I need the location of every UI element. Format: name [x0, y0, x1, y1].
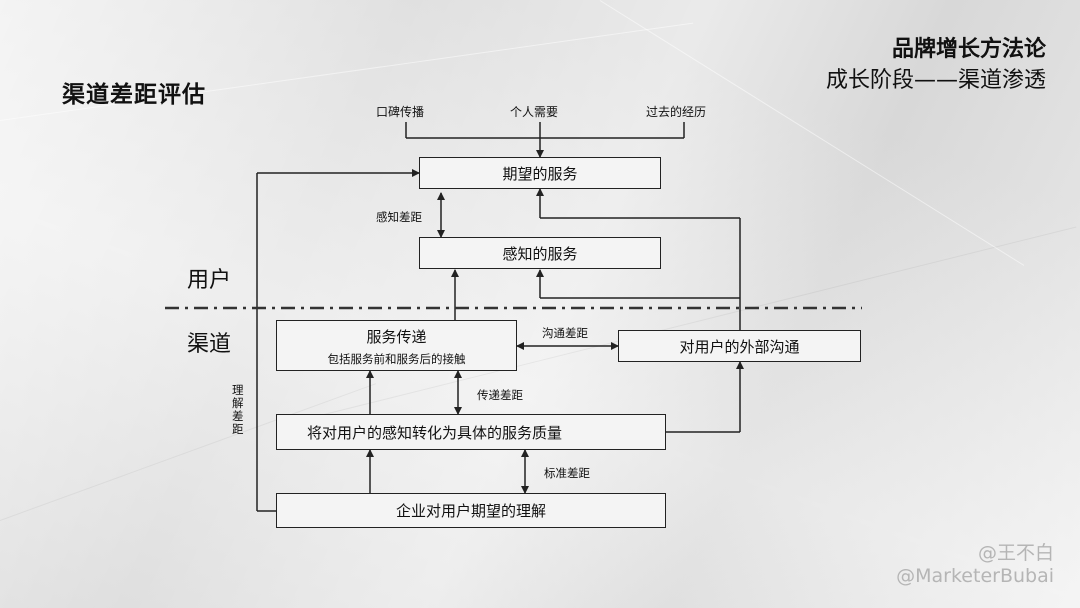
external-communication-label: 对用户的外部沟通 [679, 337, 800, 356]
zone-channel-label: 渠道 [187, 332, 232, 357]
service-quality-label: 将对用户的感知转化为具体的服务质量 [307, 423, 563, 442]
series-subtitle: 成长阶段——渠道渗透 [825, 68, 1046, 93]
external-communication-box: 对用户的外部沟通 [618, 330, 861, 362]
understanding-gap-label: 理解差距 [232, 383, 244, 436]
service-delivery-sub-label: 包括服务前和服务后的接触 [327, 352, 466, 366]
perception-gap-label: 感知差距 [376, 210, 422, 224]
delivery-gap-label: 传递差距 [477, 388, 523, 402]
expected-service-label: 期望的服务 [502, 164, 578, 183]
watermark-handle: @MarketerBubai [896, 565, 1054, 587]
series-title: 品牌增长方法论 [891, 37, 1046, 62]
service-delivery-box: 服务传递 包括服务前和服务后的接触 [276, 320, 517, 371]
expected-service-box: 期望的服务 [419, 157, 661, 189]
company-understanding-box: 企业对用户期望的理解 [276, 493, 666, 528]
watermark-author: @王不白 [977, 542, 1054, 564]
communication-gap-label: 沟通差距 [542, 326, 588, 340]
source-personal-needs: 个人需要 [510, 105, 559, 119]
service-delivery-label: 服务传递 [366, 328, 427, 346]
zone-user-label: 用户 [187, 268, 232, 293]
source-word-of-mouth: 口碑传播 [376, 105, 425, 119]
company-understanding-label: 企业对用户期望的理解 [395, 502, 546, 520]
service-quality-box: 将对用户的感知转化为具体的服务质量 [276, 414, 666, 450]
standard-gap-label: 标准差距 [544, 466, 590, 480]
perceived-service-label: 感知的服务 [502, 244, 578, 263]
perceived-service-box: 感知的服务 [419, 237, 661, 269]
page-title: 渠道差距评估 [62, 82, 206, 108]
source-past-experience: 过去的经历 [646, 105, 707, 119]
